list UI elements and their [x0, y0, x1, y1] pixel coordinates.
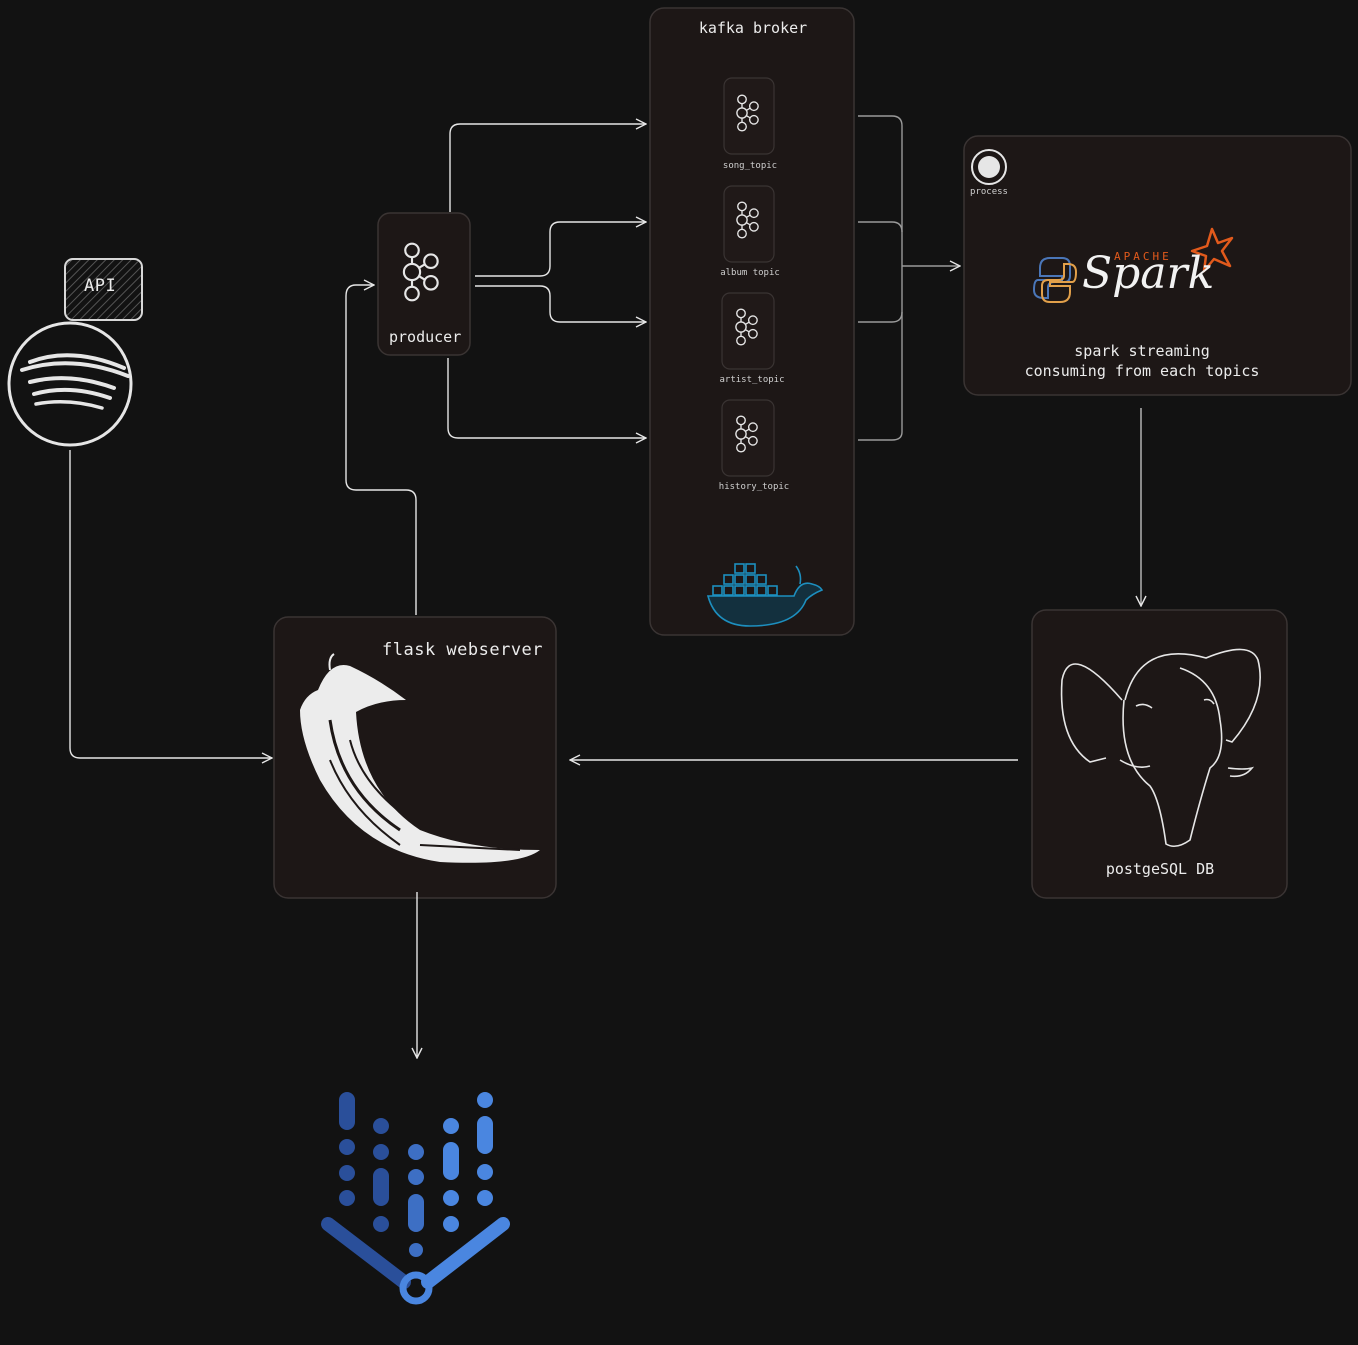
arrow-producer-to-history	[447, 358, 646, 438]
postgres-panel	[1031, 609, 1288, 899]
spark-logo-text: Spark	[1082, 248, 1215, 299]
arrow-producer-to-song	[449, 124, 646, 212]
topic-label-history: history_topic	[718, 482, 790, 492]
arrow-spotify-to-flask	[69, 450, 272, 758]
process-label: process	[970, 187, 1008, 197]
docker-icon	[706, 563, 824, 627]
topic-label-album: album topic	[720, 268, 780, 278]
kafka-broker-title: kafka broker	[698, 19, 808, 37]
python-icon	[1032, 257, 1078, 303]
spark-panel	[963, 135, 1352, 396]
flask-title: flask webserver	[382, 640, 544, 660]
arrow-producer-to-album	[475, 222, 646, 277]
producer-label: producer	[389, 328, 462, 346]
topic-label-artist: artist_topic	[719, 375, 785, 385]
topic-tile-song[interactable]	[723, 77, 775, 155]
flask-logo-icon	[300, 653, 540, 863]
arrow-flask-to-producer	[345, 285, 417, 615]
spark-caption-line1: spark streaming	[1074, 342, 1210, 360]
postgres-label: postgeSQL DB	[1105, 860, 1215, 878]
arrow-topics-to-spark	[858, 115, 960, 441]
topic-label-song: song_topic	[722, 161, 778, 171]
api-label: API	[84, 276, 117, 296]
postgres-elephant-icon	[1060, 648, 1261, 848]
api-badge	[64, 258, 143, 321]
arrow-producer-to-artist	[475, 285, 646, 322]
dashboard-logo-icon	[321, 1092, 510, 1305]
spark-caption-line2: consuming from each topics	[1024, 362, 1260, 380]
process-icon	[971, 149, 1007, 185]
spark-logo-small: APACHE	[1114, 250, 1172, 263]
spotify-icon	[7, 321, 133, 447]
spark-star-icon	[1190, 227, 1234, 273]
